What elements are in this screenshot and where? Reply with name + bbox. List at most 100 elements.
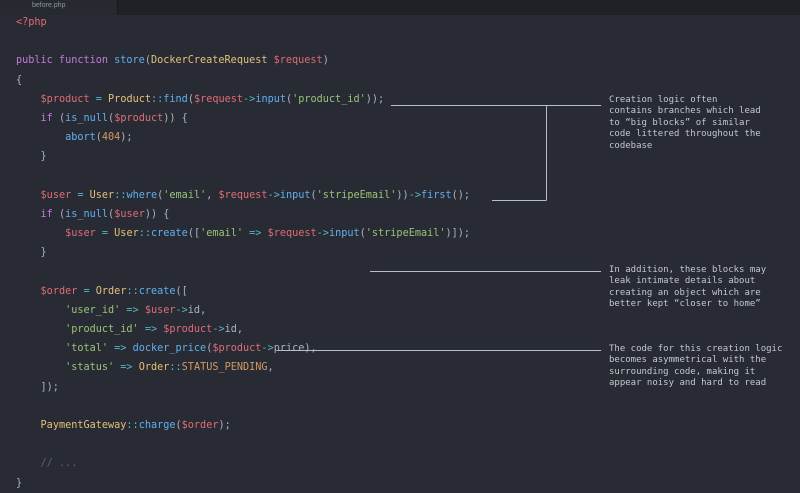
code-token: User — [114, 228, 139, 240]
code-token: if — [40, 208, 53, 220]
code-token: $user — [114, 208, 145, 220]
code-token: create — [138, 285, 176, 297]
code-token — [16, 286, 41, 297]
code-token: input — [279, 189, 311, 201]
code-token: :: — [126, 419, 139, 431]
code-token: , — [206, 189, 219, 201]
code-token: DockerCreateRequest — [150, 55, 274, 67]
code-token: id, — [187, 304, 207, 316]
code-token — [16, 228, 65, 239]
code-token — [16, 305, 65, 316]
code-token: if — [40, 112, 53, 124]
code-token: )) { — [163, 112, 188, 124]
code-token: $product — [163, 324, 213, 335]
code-token: 404 — [101, 132, 121, 144]
code-token: first — [420, 189, 452, 201]
code-token: -> — [267, 189, 280, 201]
code-token: 'stripeEmail' — [365, 228, 446, 240]
code-line: public function store(DockerCreateReques… — [16, 51, 470, 70]
code-line: abort(404); — [16, 128, 470, 147]
code-token: charge — [138, 419, 176, 431]
code-token: = — [77, 189, 84, 201]
code-line: <?php — [16, 13, 470, 32]
code-token: docker_price — [132, 343, 207, 355]
code-token: store — [114, 55, 145, 67]
code-token: ( — [108, 208, 115, 220]
code-token: :: — [150, 93, 164, 105]
code-editor[interactable]: <?php public function store(DockerCreate… — [16, 13, 470, 493]
code-token: => — [144, 324, 158, 335]
code-line: if (is_null($user)) { — [16, 205, 470, 224]
code-token: input — [255, 93, 286, 105]
code-token — [16, 190, 41, 201]
code-token: Order — [138, 362, 170, 374]
code-token: ); — [120, 132, 133, 144]
code-token: ( — [95, 132, 102, 144]
code-line — [16, 167, 470, 186]
code-token: Product — [108, 93, 151, 105]
code-token: -> — [175, 304, 188, 316]
code-token: :: — [169, 362, 182, 374]
code-token: { — [16, 74, 23, 86]
code-token: $request — [267, 228, 317, 240]
code-token — [16, 113, 41, 124]
code-token: $product — [114, 112, 164, 124]
code-token: } — [16, 477, 23, 489]
file-tab-label: before.php — [32, 2, 66, 9]
code-token: ( — [52, 208, 66, 220]
code-token: ]); — [16, 381, 59, 393]
code-token — [16, 343, 65, 354]
annotation-intimate-details: In addition, these blocks may leak intim… — [609, 265, 767, 310]
code-token: 'user_id' — [65, 304, 121, 316]
code-token — [16, 94, 41, 105]
code-token: } — [16, 247, 47, 259]
code-token: abort — [65, 132, 96, 144]
code-token: ( — [157, 189, 164, 201]
code-token: ) — [322, 55, 329, 67]
code-token: ); — [218, 419, 231, 431]
code-token: } — [16, 151, 47, 163]
code-token: ([ — [175, 285, 188, 297]
code-line — [16, 32, 470, 51]
code-line: ]); — [16, 378, 470, 397]
code-token: ( — [52, 112, 66, 124]
code-token — [16, 324, 65, 335]
code-token: where — [126, 189, 158, 201]
code-token: price), — [273, 343, 317, 355]
code-token: )) { — [144, 208, 170, 220]
code-token: STATUS_PENDING — [181, 362, 268, 374]
code-token: is_null — [65, 208, 109, 220]
code-token: => — [126, 304, 139, 316]
code-token: ([ — [187, 228, 201, 240]
code-line: // ... — [16, 454, 470, 473]
code-token: $user — [40, 189, 72, 201]
code-token: )); — [365, 93, 385, 105]
code-token: 'email' — [163, 189, 207, 201]
code-token: 'email' — [200, 228, 244, 240]
code-token: ( — [359, 228, 366, 240]
code-token: $product — [40, 93, 90, 105]
code-token: -> — [316, 228, 329, 240]
annotation-creation-logic: Creation logic often contains branches w… — [609, 95, 761, 151]
code-token: ( — [310, 189, 317, 201]
code-token: $product — [212, 343, 262, 355]
code-token: :: — [114, 189, 127, 201]
code-token — [16, 420, 41, 431]
code-token: ( — [187, 93, 194, 105]
code-token: 'status' — [65, 362, 115, 374]
code-token: ( — [285, 93, 293, 105]
file-tab[interactable]: before.php — [0, 0, 118, 15]
code-token: 'product_id' — [65, 324, 139, 335]
code-token: , — [267, 362, 274, 374]
code-token: find — [163, 93, 188, 105]
code-token: = — [101, 228, 109, 240]
code-token: = — [95, 93, 102, 105]
code-token: $order — [40, 285, 78, 297]
code-line: $product = Product::find($request->input… — [16, 90, 470, 109]
code-token: public function — [16, 55, 115, 67]
code-token — [16, 458, 41, 469]
tab-bar: before.php — [0, 0, 800, 15]
code-line: $order = Order::create([ — [16, 282, 470, 301]
code-token — [16, 209, 41, 220]
code-token: -> — [243, 93, 256, 105]
